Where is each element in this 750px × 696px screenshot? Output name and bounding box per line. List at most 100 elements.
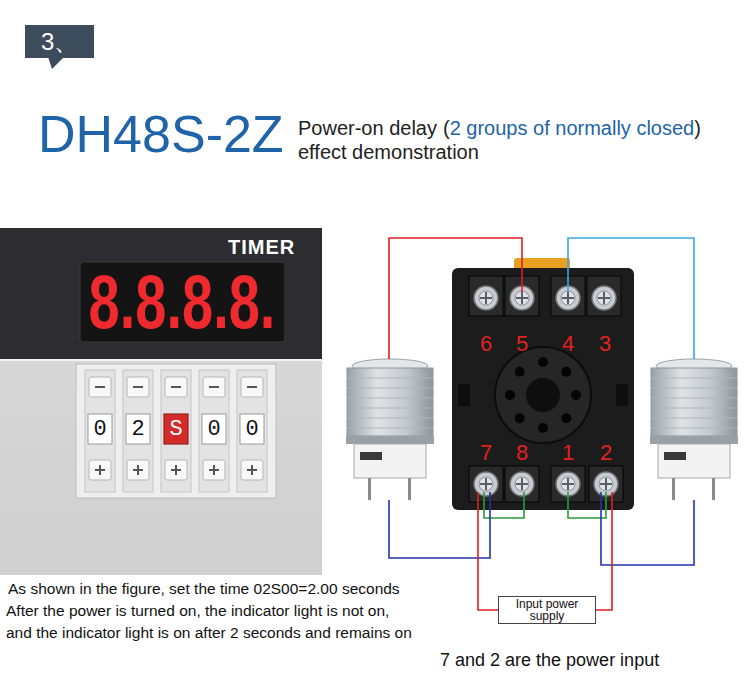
subtitle: ( (443, 117, 450, 140)
wiring (568, 238, 694, 359)
relay-socket (571, 390, 581, 400)
caption-note: 7 and 2 are the power input (440, 650, 659, 671)
relay-socket (505, 390, 515, 400)
terminal-number-slot: 7 (480, 440, 492, 465)
thumbwheel-digit-slot: S (169, 417, 182, 442)
relay-socket (452, 268, 634, 510)
wiring (389, 492, 490, 558)
relay-socket (452, 258, 634, 510)
timer-photo (76, 364, 276, 498)
terminal-number: 6 (480, 331, 492, 356)
relay-socket (561, 413, 571, 423)
box-text: Input power supply (504, 598, 590, 622)
terminal-number: 3 (599, 331, 611, 356)
relay-socket (587, 276, 621, 316)
relay-socket (515, 413, 525, 423)
thumbwheel-digit: 2 (131, 417, 144, 442)
terminal-number: 4 (562, 331, 574, 356)
tower-lamps (650, 359, 738, 500)
subtitle-highlight-slot: 2 groups of normally closed (450, 117, 695, 140)
relay-socket (526, 378, 560, 412)
relay-socket (538, 357, 548, 367)
led-display: 8.8.8.8. (89, 259, 276, 345)
terminal-number: 7 (480, 440, 492, 465)
relay-socket (495, 347, 591, 443)
timer-photo (0, 228, 322, 360)
relay-socket (469, 466, 503, 502)
subtitle: Power-on delay (298, 117, 437, 140)
subtitle-slot: ( (443, 117, 450, 140)
caption-note-slot: and the indicator light is on after 2 se… (6, 624, 412, 642)
relay-socket (505, 466, 539, 502)
wiring (478, 492, 498, 610)
terminal-number-slot: 1 (562, 440, 574, 465)
subtitle-slot: Power-on delay (298, 117, 437, 140)
caption-note: As shown in the figure, set the time 02S… (8, 580, 400, 598)
subtitle-line: Power-on delay (2 groups of normally clos… (298, 117, 701, 140)
terminal-number-slot: 3 (599, 331, 611, 356)
device-label: TIMER (228, 236, 295, 259)
subtitle: ) (694, 117, 701, 140)
title-slot: DH48S-2Z (38, 104, 284, 164)
step-badge-tail (48, 57, 64, 69)
relay-socket (469, 276, 503, 316)
timer-photo (0, 228, 322, 575)
thumbwheel-digit: S (169, 417, 182, 442)
timer-photo (237, 370, 267, 492)
relay-socket (515, 367, 525, 377)
subtitle-slot: effect demonstration (298, 141, 479, 164)
terminal-number: 2 (600, 440, 612, 465)
tower-lamps (346, 359, 434, 500)
timer-photo (161, 370, 191, 492)
thumbwheel-digit-slot: 2 (131, 417, 144, 442)
timer-photo (0, 359, 322, 361)
wiring (601, 492, 694, 565)
step-badge: 3、 (25, 25, 94, 58)
power-supply-box: Input power supply (498, 596, 596, 624)
terminal-number: 5 (516, 331, 528, 356)
terminal-number-slot: 4 (562, 331, 574, 356)
relay-socket (510, 472, 534, 496)
timer-photo (123, 370, 153, 492)
relay-socket (458, 384, 470, 406)
caption-note-slot: As shown in the figure, set the time 02S… (8, 580, 400, 598)
wiring (389, 238, 522, 359)
thumbwheel-digit: 0 (245, 417, 258, 442)
wiring (596, 492, 612, 610)
thumbwheel-digit: 0 (207, 417, 220, 442)
box-text: 3、 (41, 25, 78, 58)
terminal-number: 1 (562, 440, 574, 465)
timer-photo (85, 370, 115, 492)
thumbwheel-digit-slot: 0 (93, 417, 106, 442)
subtitle-highlight: 2 groups of normally closed (450, 117, 695, 140)
caption-note: and the indicator light is on after 2 se… (6, 624, 412, 642)
tower-lamps (346, 359, 738, 500)
timer-photo (164, 414, 188, 444)
relay-socket (538, 423, 548, 433)
thumbwheel-digit-slot: 0 (207, 417, 220, 442)
timer-photo (199, 370, 229, 492)
caption-note-slot: After the power is turned on, the indica… (6, 602, 389, 620)
timer-photo (0, 228, 322, 575)
relay-socket (616, 384, 628, 406)
thumbwheel-digit: 0 (93, 417, 106, 442)
wiring (389, 238, 694, 610)
relay-socket (474, 286, 498, 310)
terminal-number-slot: 8 (516, 440, 528, 465)
relay-socket (592, 286, 616, 310)
led-display-slot: 8.8.8.8. (89, 270, 276, 334)
terminal-number-slot: 6 (480, 331, 492, 356)
subtitle-slot: ) (694, 117, 701, 140)
thumbwheel-digit-slot: 0 (245, 417, 258, 442)
relay-socket (561, 367, 571, 377)
terminal-number-slot: 2 (600, 440, 612, 465)
caption-note: After the power is turned on, the indica… (6, 602, 389, 620)
device-label-slot: TIMER (228, 236, 295, 259)
terminal-number: 8 (516, 440, 528, 465)
caption-note-slot: 7 and 2 are the power input (440, 650, 659, 671)
terminal-number-slot: 5 (516, 331, 528, 356)
step-badge-tail (48, 57, 64, 69)
subtitle: effect demonstration (298, 141, 479, 164)
